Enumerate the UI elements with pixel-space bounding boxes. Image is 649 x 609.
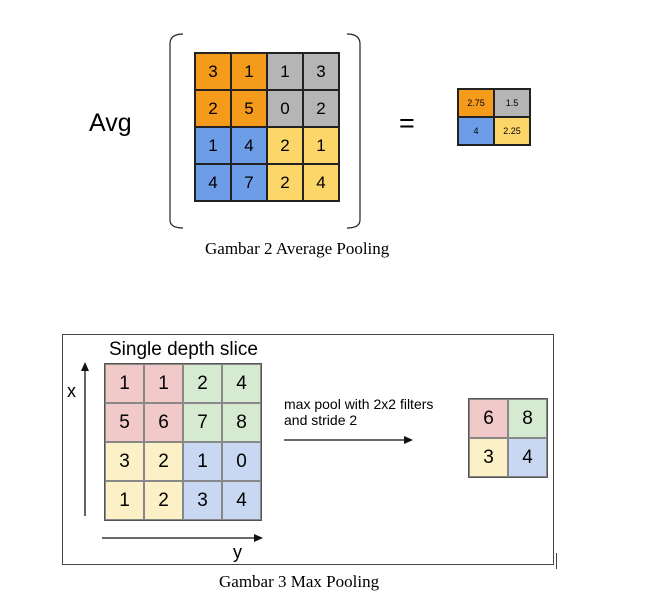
max-input-cell: 4 xyxy=(222,364,261,403)
x-axis-arrowhead xyxy=(81,362,89,371)
avg-operator-label: Avg xyxy=(89,109,132,137)
avg-output-cell: 2.75 xyxy=(458,89,494,117)
avg-input-cell: 7 xyxy=(231,164,267,201)
avg-input-cell: 1 xyxy=(231,53,267,90)
max-input-cell: 1 xyxy=(183,442,222,481)
max-input-cell: 1 xyxy=(105,364,144,403)
avg-input-cell: 4 xyxy=(303,164,339,201)
max-input-cell: 1 xyxy=(105,481,144,520)
avg-input-cell: 3 xyxy=(195,53,231,90)
max-input-cell: 8 xyxy=(222,403,261,442)
operation-arrowhead xyxy=(404,436,413,444)
x-axis-label: x xyxy=(67,381,76,401)
max-input-cell: 5 xyxy=(105,403,144,442)
max-input-cell: 6 xyxy=(144,403,183,442)
max-output-cell: 8 xyxy=(508,399,547,438)
avg-output-cell: 4 xyxy=(458,117,494,145)
avg-equals-sign: = xyxy=(399,108,415,138)
max-output-cell: 4 xyxy=(508,438,547,477)
max-figure-title: Single depth slice xyxy=(109,339,258,360)
avg-pooling-caption: Gambar 2 Average Pooling xyxy=(205,239,390,258)
avg-input-cell: 2 xyxy=(267,127,303,164)
avg-input-cell: 3 xyxy=(303,53,339,90)
max-input-cell: 3 xyxy=(183,481,222,520)
max-input-cell: 2 xyxy=(144,442,183,481)
avg-input-cell: 4 xyxy=(231,127,267,164)
avg-input-cell: 2 xyxy=(303,90,339,127)
y-axis-arrowhead xyxy=(254,534,263,542)
avg-input-cell: 1 xyxy=(267,53,303,90)
operation-text-line2: and stride 2 xyxy=(284,412,358,428)
avg-input-cell: 1 xyxy=(303,127,339,164)
max-input-cell: 0 xyxy=(222,442,261,481)
max-input-cell: 7 xyxy=(183,403,222,442)
max-input-cell: 4 xyxy=(222,481,261,520)
avg-input-cell: 2 xyxy=(195,90,231,127)
max-pooling-caption: Gambar 3 Max Pooling xyxy=(219,572,380,591)
right-bracket xyxy=(346,33,361,229)
avg-input-cell: 5 xyxy=(231,90,267,127)
avg-output-cell: 2.25 xyxy=(494,117,530,145)
left-bracket xyxy=(169,33,184,229)
max-input-cell: 1 xyxy=(144,364,183,403)
avg-input-cell: 1 xyxy=(195,127,231,164)
max-input-cell: 2 xyxy=(183,364,222,403)
avg-input-cell: 0 xyxy=(267,90,303,127)
max-output-cell: 6 xyxy=(469,399,508,438)
max-figure-frame xyxy=(62,334,554,565)
operation-text-line1: max pool with 2x2 filters xyxy=(284,396,434,412)
max-input-cell: 3 xyxy=(105,442,144,481)
avg-output-cell: 1.5 xyxy=(494,89,530,117)
avg-input-brackets xyxy=(169,33,361,229)
max-output-cell: 3 xyxy=(469,438,508,477)
avg-input-cell: 2 xyxy=(267,164,303,201)
y-axis-label: y xyxy=(233,542,242,562)
max-input-cell: 2 xyxy=(144,481,183,520)
frame-edge-mark xyxy=(556,553,557,569)
avg-input-cell: 4 xyxy=(195,164,231,201)
